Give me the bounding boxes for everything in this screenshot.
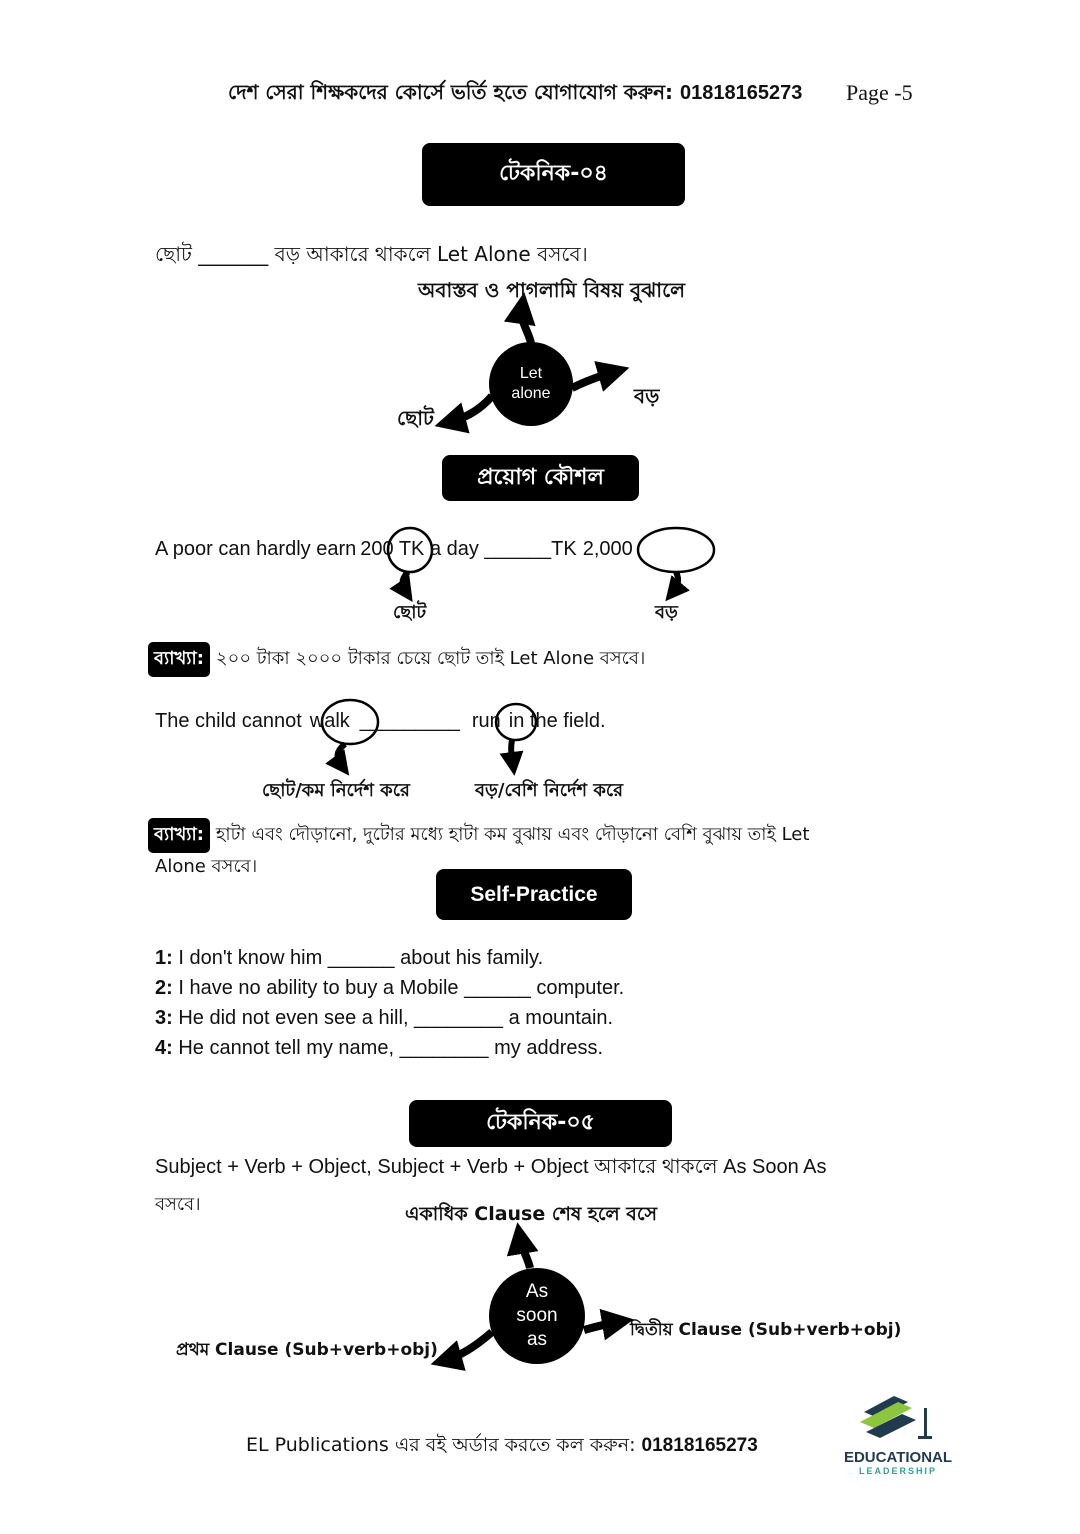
diagram-left-label: ছোট	[397, 406, 434, 430]
item-text: He cannot tell my name, ________ my addr…	[172, 1037, 604, 1059]
arrow-down-icon	[665, 570, 690, 602]
explanation-2-line-1: হাটা এবং দৌড়ানো, দুটোর মধ্যে হাটা কম বু…	[215, 824, 810, 845]
arrow-down-icon	[389, 569, 413, 602]
center-line-2: alone	[511, 385, 551, 402]
logo-mark-icon	[860, 1396, 932, 1439]
circle-200	[386, 526, 434, 574]
let-alone-rule: ছোট _______ বড় আকারে থাকলে Let Alone বস…	[155, 242, 588, 266]
example-2-post: in the field.	[508, 710, 606, 732]
header-text: দেশ সেরা শিক্ষকদের কোর্সে ভর্তি হতে যোগা…	[228, 80, 674, 104]
list-item: 4: He cannot tell my name, ________ my a…	[155, 1033, 624, 1063]
example-1-label-left: ছোট	[393, 602, 427, 623]
arrow-left-icon	[430, 1328, 495, 1371]
list-item: 2: I have no ability to buy a Mobile ___…	[155, 973, 624, 1003]
footer-phone: 01818165273	[641, 1435, 758, 1456]
example-1-label-right: বড়	[655, 602, 678, 623]
as-soon-as-rule-line-1: Subject + Verb + Object, Subject + Verb …	[155, 1156, 827, 1178]
arrow-up-icon	[506, 1222, 539, 1269]
logo-line-1: EDUCATIONAL	[843, 1449, 953, 1466]
as-soon-as-circle	[489, 1268, 585, 1364]
technique-4-title-text: টেকনিক-০৪	[499, 161, 608, 186]
footer-text: EL Publications এর বই অর্ডার করতে কল করু…	[246, 1434, 636, 1456]
example-1-value-2: 2,000	[582, 538, 633, 560]
as-soon-as-center-label: As soon as	[502, 1280, 572, 1352]
circle-2000	[636, 526, 716, 574]
as-soon-as-rule-line-2: বসবে।	[155, 1194, 201, 1215]
self-practice-list: 1: I don't know him ______ about his fam…	[155, 943, 624, 1063]
item-number: 1:	[155, 947, 173, 969]
example-2-pre: The child cannot	[155, 710, 302, 732]
arrow-right-icon	[570, 361, 630, 392]
center-line-1: As	[525, 1281, 549, 1302]
list-item: 1: I don't know him ______ about his fam…	[155, 943, 624, 973]
center-line-3: as	[526, 1329, 548, 1350]
arrow-right-icon	[582, 1308, 634, 1341]
self-practice-title: Self-Practice	[436, 869, 632, 920]
example-1-value-1: 200	[360, 538, 394, 560]
example-1-mid: TK a day ______TK	[398, 538, 577, 560]
center-line-1: Let	[519, 365, 543, 382]
example-1-pre: A poor can hardly earn	[155, 538, 357, 560]
example-2-blank: _________	[359, 710, 460, 732]
header-phone: 01818165273	[680, 82, 803, 104]
page-number: Page -5	[846, 80, 913, 105]
item-number: 4:	[155, 1037, 173, 1059]
technique-label: প্রয়োগ কৌশল	[442, 455, 639, 501]
let-alone-circle	[489, 342, 573, 426]
arrow-left-icon	[434, 393, 496, 434]
arrow-down-icon	[325, 741, 350, 776]
technique-4-title: টেকনিক-০৪	[422, 143, 685, 206]
self-practice-title-text: Self-Practice	[470, 882, 598, 906]
example-2-value-2: run	[471, 710, 501, 732]
example-2-label-left: ছোট/কম নির্দেশ করে	[262, 780, 410, 801]
example-2-value-1: walk	[309, 710, 350, 732]
explanation-2: ব্যাখ্যা:হাটা এবং দৌড়ানো, দুটোর মধ্যে হ…	[148, 818, 809, 853]
example-2: The child cannot walk _________ run in the f…	[155, 710, 606, 733]
technique-5-title-text: টেকনিক-০৫	[486, 1110, 595, 1135]
arrow-up-icon	[503, 292, 536, 345]
as-soon-as-right-label: দ্বিতীয় Clause (Sub+verb+obj)	[630, 1320, 902, 1340]
footer: EL Publications এর বই অর্ডার করতে কল করু…	[246, 1431, 758, 1463]
item-text: He did not even see a hill, ________ a m…	[172, 1007, 614, 1029]
example-2-label-right: বড়/বেশি নির্দেশ করে	[475, 780, 624, 801]
item-text: I don't know him ______ about his family…	[172, 947, 544, 969]
explanation-badge: ব্যাখ্যা:	[148, 818, 210, 853]
explanation-1: ব্যাখ্যা:২০০ টাকা ২০০০ টাকার চেয়ে ছোট ত…	[148, 642, 645, 677]
technique-label-text: প্রয়োগ কৌশল	[477, 464, 604, 490]
as-soon-as-top-label: একাধিক Clause শেষ হলে বসে	[405, 1203, 658, 1225]
explanation-badge: ব্যাখ্যা:	[148, 642, 210, 677]
list-item: 3: He did not even see a hill, ________ …	[155, 1003, 624, 1033]
logo-line-2: LEADERSHIP	[858, 1466, 937, 1476]
item-text: I have no ability to buy a Mobile ______…	[172, 977, 625, 999]
explanation-2-line-2: Alone বসবে।	[155, 856, 258, 877]
let-alone-center-label: Let alone	[496, 364, 566, 404]
center-line-2: soon	[516, 1305, 558, 1326]
as-soon-as-left-label: প্রথম Clause (Sub+verb+obj)	[176, 1340, 438, 1360]
explanation-1-text: ২০০ টাকা ২০০০ টাকার চেয়ে ছোট তাই Let Al…	[215, 648, 646, 669]
diagram-right-label: বড়	[634, 384, 660, 408]
arrow-down-icon	[499, 739, 524, 776]
item-number: 2:	[155, 977, 173, 999]
circle-walk	[320, 698, 380, 746]
header-contact: দেশ সেরা শিক্ষকদের কোর্সে ভর্তি হতে যোগা…	[228, 78, 802, 111]
technique-5-title: টেকনিক-০৫	[409, 1100, 672, 1147]
circle-run	[494, 702, 538, 742]
educational-leadership-logo: EDUCATIONAL LEADERSHIP	[836, 1390, 960, 1490]
diagram-top-label: অবাস্তব ও পাগলামি বিষয় বুঝালে	[418, 278, 686, 302]
item-number: 3:	[155, 1007, 173, 1029]
